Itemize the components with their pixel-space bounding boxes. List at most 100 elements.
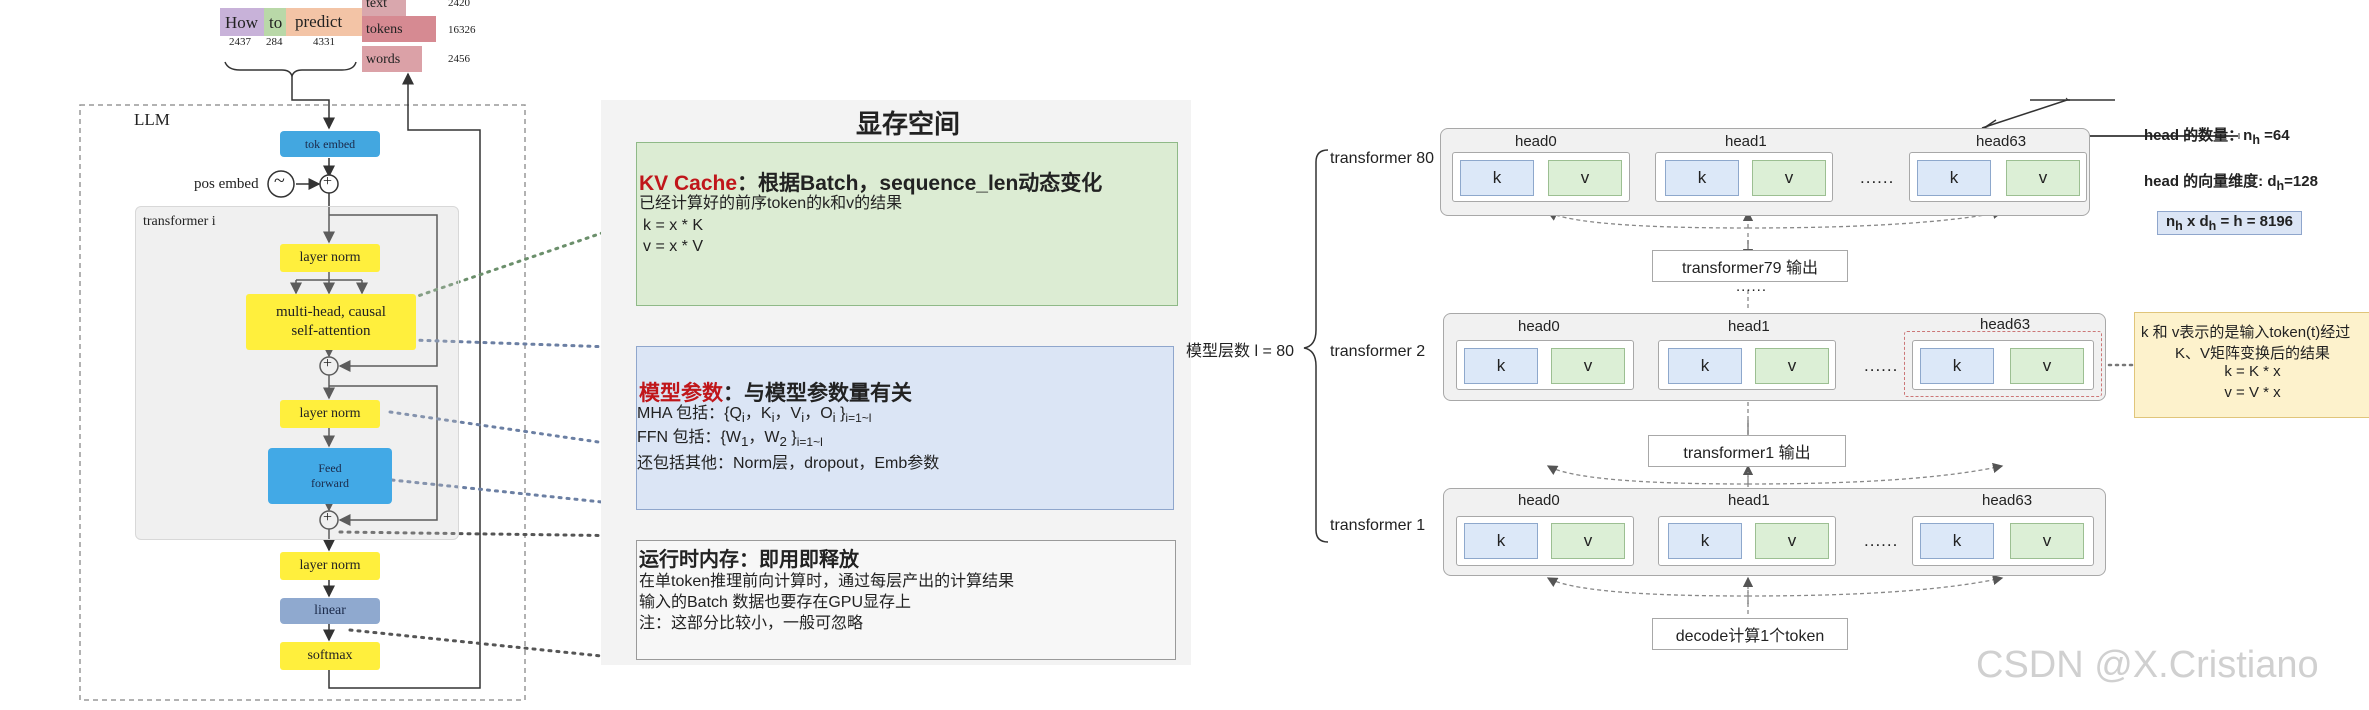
v-vector: v xyxy=(1548,160,1622,196)
softmax-block: softmax xyxy=(280,642,380,670)
mha-v: ，V xyxy=(774,405,802,422)
token-id-2: 4331 xyxy=(313,36,335,48)
pos-embed-label: pos embed xyxy=(194,176,259,192)
mha-sub-v: i xyxy=(801,410,805,426)
model-params-title-red: 模型参数 xyxy=(639,382,723,405)
token-id-1: 284 xyxy=(266,36,283,48)
output-label-tokens: tokens xyxy=(366,22,403,37)
mha-k: ，K xyxy=(744,405,772,422)
kv-cache-title-rest: ：根据Batch，sequence_len动态变化 xyxy=(737,172,1103,195)
mha-close: } xyxy=(835,405,846,422)
transformer1-output-box: transformer1 输出 xyxy=(1648,435,1846,467)
self-attention-block: multi-head, causal self-attention xyxy=(246,294,416,350)
mha-range: i=1~l xyxy=(845,411,872,426)
ffn-line-1: Feed xyxy=(318,461,342,475)
other-params-line: 还包括其他：Norm层，dropout，Emb参数 xyxy=(637,455,940,472)
linear-label: linear xyxy=(314,603,346,618)
attention-line-2: self-attention xyxy=(291,323,371,339)
k-vector: k xyxy=(1920,348,1994,384)
v-vector: v xyxy=(1755,523,1829,559)
ffn-range: i=1~l xyxy=(796,435,823,450)
ffn-sub-2: 2 xyxy=(779,434,787,450)
mha-prefix: MHA 包括：{Q xyxy=(637,405,742,422)
heads-ellipsis: ...... xyxy=(1864,356,1899,375)
k-vector: k xyxy=(1460,160,1534,196)
token-cell-to xyxy=(264,8,286,36)
v-vector: v xyxy=(2006,160,2080,196)
model-params-section: 模型参数：与模型参数量有关 MHA 包括：{Qi，Ki，Vi，Oi }i=1~l… xyxy=(636,346,1174,510)
layers-vertical-ellipsis: ...... xyxy=(1736,278,1768,295)
ffn-params-line: FFN 包括：{W1，W2 }i=1~l xyxy=(637,427,823,453)
runtime-memory-title: 运行时内存：即用即释放 xyxy=(639,549,859,571)
head-label: head1 xyxy=(1728,492,1770,509)
layer-norm-3: layer norm xyxy=(280,552,380,580)
layer-name-1: transformer 1 xyxy=(1330,517,1426,534)
llm-connectors xyxy=(79,61,640,701)
head-label: head63 xyxy=(1976,133,2027,150)
pos-embed-wave-icon: ~ xyxy=(274,170,285,192)
v-vector: v xyxy=(1551,348,1625,384)
kv-cache-k-formula: k = x * K xyxy=(643,217,704,234)
formula-n-sub: h xyxy=(2175,219,2183,233)
kv-cache-section: KV Cache：根据Batch，sequence_len动态变化 已经计算好的… xyxy=(636,142,1178,306)
formula-x: x d xyxy=(2182,213,2209,230)
mha-sub-o: i xyxy=(832,410,836,426)
head-dim-prefix: head 的向量维度: d xyxy=(2144,173,2277,190)
llm-title: LLM xyxy=(134,110,170,129)
head-label: head63 xyxy=(1982,492,2033,509)
output-label-text: text xyxy=(366,0,387,11)
formula-d-sub: h xyxy=(2208,219,2217,233)
layer-norm-2-label: layer norm xyxy=(299,406,361,421)
feed-forward-block: Feed forward xyxy=(268,448,392,504)
k-vector: k xyxy=(1920,523,1994,559)
hidden-size-formula: nh x dh = h = 8196 xyxy=(2157,211,2303,235)
output-label-words: words xyxy=(366,52,401,67)
layer-norm-3-label: layer norm xyxy=(299,558,361,573)
formula-n: n xyxy=(2166,213,2176,230)
kv-cache-desc: 已经计算好的前序token的k和v的结果 xyxy=(639,195,903,212)
output-value-words: 2456 xyxy=(448,53,470,65)
ffn-close: } xyxy=(786,429,797,446)
mha-sub-q: i xyxy=(741,410,745,426)
head-count-value: =64 xyxy=(2259,127,2290,144)
highlighted-head xyxy=(1904,331,2102,397)
k-vector: k xyxy=(1917,160,1991,196)
model-params-title-rest: ：与模型参数量有关 xyxy=(723,382,912,405)
kv-cache-title: KV Cache：根据Batch，sequence_len动态变化 xyxy=(639,167,1102,197)
input-token-strip: How to predict xyxy=(220,8,370,36)
ffn-prefix: FFN 包括：{W xyxy=(637,429,741,446)
plus-icon: + xyxy=(323,355,333,372)
kv-note-box: k 和 v表示的是输入token(t)经过 K、V矩阵变换后的结果 k = K … xyxy=(2134,312,2369,418)
kv-note-line-2: K、V矩阵变换后的结果 xyxy=(2174,345,2330,362)
runtime-memory-section: 运行时内存：即用即释放 在单token推理前向计算时，通过每层产出的计算结果 输… xyxy=(636,540,1176,660)
softmax-label: softmax xyxy=(307,648,353,663)
tok-embed-block: tok embed xyxy=(280,131,380,157)
v-vector: v xyxy=(1752,160,1826,196)
v-vector: v xyxy=(1551,523,1625,559)
heads-ellipsis: ...... xyxy=(1860,168,1895,187)
layer-name-80: transformer 80 xyxy=(1330,150,1435,167)
head-dim-value: =128 xyxy=(2284,173,2318,190)
runtime-line-1: 在单token推理前向计算时，通过每层产出的计算结果 xyxy=(639,573,1015,590)
kv-cache-title-red: KV Cache xyxy=(639,172,738,195)
head-label: head1 xyxy=(1728,318,1770,335)
output-probability-table: text tokens words 2420 16326 2456 xyxy=(362,0,480,76)
heads-ellipsis: ...... xyxy=(1864,531,1899,550)
v-vector: v xyxy=(2010,348,2084,384)
token-cell-predict xyxy=(286,8,366,36)
ffn-w2: ，W xyxy=(748,429,780,446)
kv-note-line-1: k 和 v表示的是输入token(t)经过 xyxy=(2141,324,2351,341)
layers-count-label: 模型层数 l = 80 xyxy=(1186,343,1295,360)
output-value-tokens: 16326 xyxy=(448,24,476,36)
runtime-line-3: 注：这部分比较小，一般可忽略 xyxy=(639,615,864,632)
mha-sub-k: i xyxy=(771,410,775,426)
linear-block: linear xyxy=(280,598,380,624)
layer-norm-1-label: layer norm xyxy=(299,250,361,265)
layer-norm-2: layer norm xyxy=(280,400,380,428)
head-label: head1 xyxy=(1725,133,1767,150)
k-vector: k xyxy=(1665,160,1739,196)
head-label: head63 xyxy=(1980,316,2031,333)
layer-name-2: transformer 2 xyxy=(1330,343,1426,360)
token-word-2: predict xyxy=(295,12,343,31)
layer-norm-1: layer norm xyxy=(280,244,380,272)
